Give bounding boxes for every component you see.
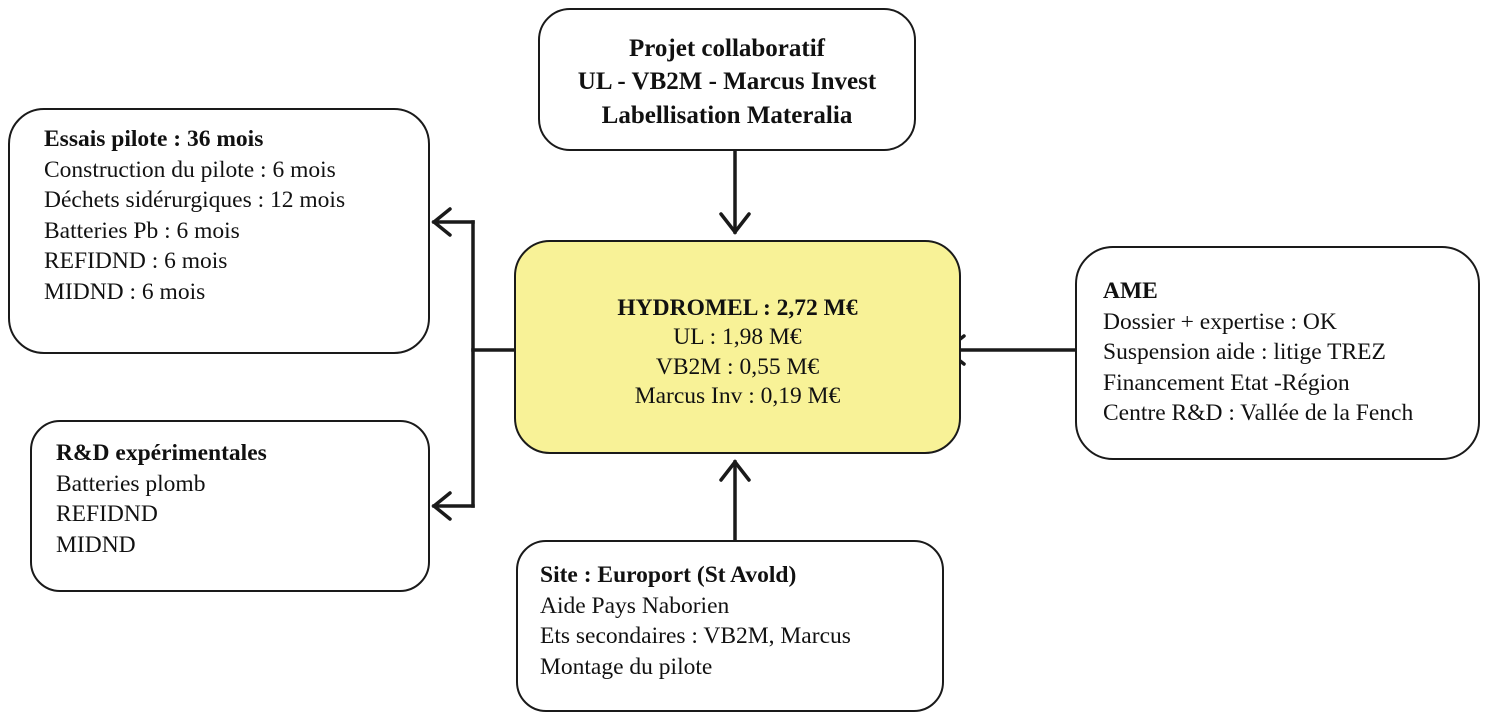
center-box-line-3: Marcus Inv : 0,19 M€ [634,383,841,410]
box-site-europort: Site : Europort (St Avold) Aide Pays Nab… [516,540,944,712]
left-top-box-title: Essais pilote : 36 mois [44,126,264,152]
right-box-line-4: Centre R&D : Vallée de la Fench [1103,400,1414,427]
left-top-box-line-2: Déchets sidérurgiques : 12 mois [44,187,346,214]
box-projet-collaboratif: Projet collaboratif UL - VB2M - Marcus I… [538,8,916,151]
arrowhead-down-center [719,212,751,235]
arrowhead-left-top [431,207,452,237]
top-box-line-3: Labellisation Materalia [601,101,853,129]
bottom-box-line-3: Montage du pilote [540,653,713,680]
center-box-title: HYDROMEL : 2,72 M€ [617,295,858,321]
right-box-line-2: Suspension aide : litige TREZ [1103,339,1386,366]
left-bottom-box-title: R&D expérimentales [56,440,267,466]
box-hydromel: HYDROMEL : 2,72 M€ UL : 1,98 M€ VB2M : 0… [514,240,961,454]
left-bottom-box-line-2: REFIDND [56,501,158,528]
right-box-line-1: Dossier + expertise : OK [1103,308,1337,335]
center-box-line-2: VB2M : 0,55 M€ [655,353,820,380]
bottom-box-line-1: Aide Pays Naborien [540,592,730,619]
right-box-line-3: Financement Etat -Région [1103,369,1350,396]
arrowhead-left-bottom [431,491,452,521]
box-essais-pilote: Essais pilote : 36 mois Construction du … [8,108,430,354]
left-top-box-line-4: REFIDND : 6 mois [44,248,228,275]
left-bottom-box-line-3: MIDND [56,531,136,558]
left-top-box-line-1: Construction du pilote : 6 mois [44,156,336,183]
center-box-line-1: UL : 1,98 M€ [673,324,802,351]
top-box-line-2: UL - VB2M - Marcus Invest [577,68,877,96]
top-box-line-1: Projet collaboratif [629,35,825,62]
left-bottom-box-line-1: Batteries plomb [56,470,206,497]
right-box-title: AME [1103,278,1158,304]
left-top-box-line-3: Batteries Pb : 6 mois [44,217,240,244]
bottom-box-line-2: Ets secondaires : VB2M, Marcus [540,623,851,650]
box-ame: AME Dossier + expertise : OK Suspension … [1075,246,1480,460]
box-rd-experimentales: R&D expérimentales Batteries plomb REFID… [30,420,430,592]
bottom-box-title: Site : Europort (St Avold) [540,562,797,588]
left-top-box-line-5: MIDND : 6 mois [44,278,206,305]
arrowhead-up-center [719,459,751,482]
